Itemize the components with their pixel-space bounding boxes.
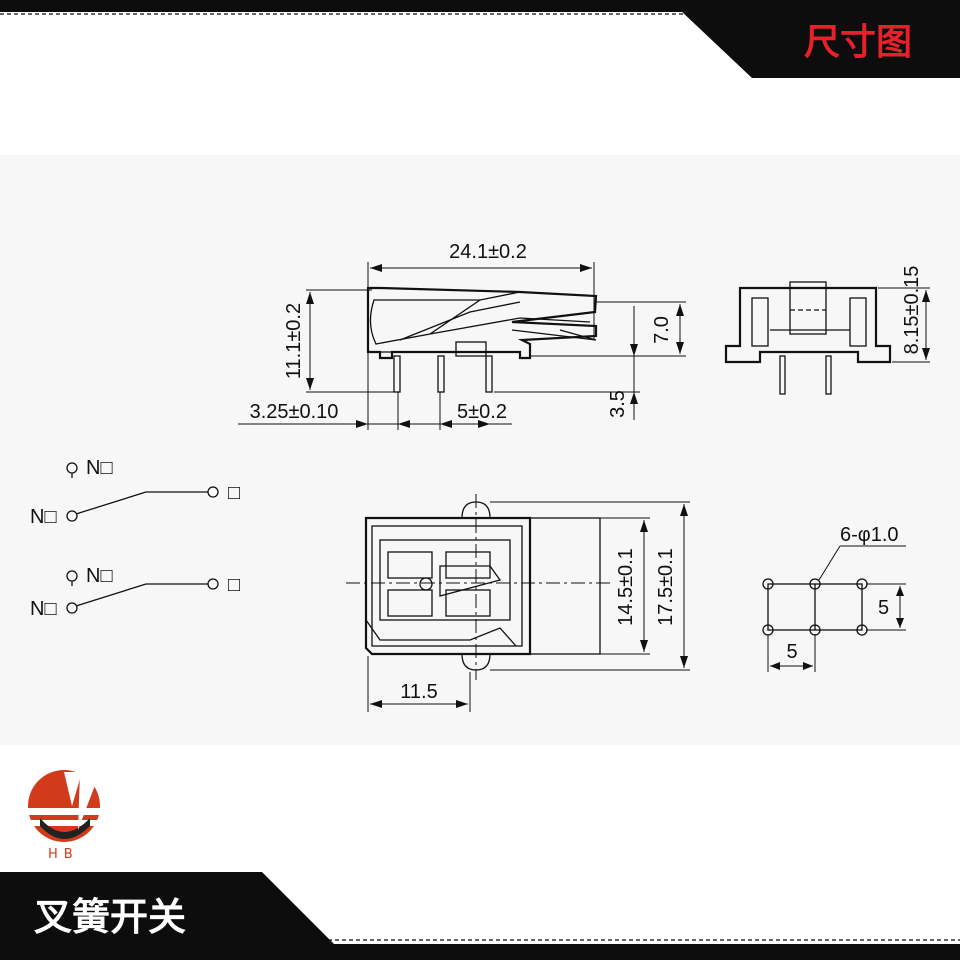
dim-pin-pitch: 5±0.2 (457, 401, 507, 423)
contact-1-common-label: N□ (30, 506, 57, 528)
top-banner: 尺寸图 (0, 0, 960, 78)
dim-hole-pitch-y: 5 (878, 597, 889, 619)
dim-side-height: 8.15±0.15 (901, 266, 923, 355)
dim-body-length: 11.5 (400, 681, 437, 703)
bottom-banner: 叉簧开关 (0, 872, 960, 960)
contact-schematic: N□ N□ □ N□ N□ □ (30, 457, 240, 620)
top-view: 14.5±0.1 17.5±0.1 11.5 (346, 494, 690, 712)
contact-2-common-label: N□ (30, 598, 57, 620)
dim-overall-height: 11.1±0.2 (283, 303, 305, 379)
page-title: 尺寸图 (804, 22, 912, 63)
end-view: 8.15±0.15 (724, 266, 930, 395)
content-panel (0, 155, 960, 745)
contact-2-no-label: N□ (86, 565, 113, 587)
side-view: 24.1±0.2 11.1±0.2 7.0 3.5 (238, 241, 686, 430)
dim-hole-pitch-x: 5 (786, 641, 797, 663)
contact-1-end-label: □ (228, 482, 240, 504)
dim-actuator-height: 7.0 (651, 316, 673, 344)
product-name: 叉簧开关 (33, 895, 186, 939)
contact-2-end-label: □ (228, 574, 240, 596)
contact-1-no-label: N□ (86, 457, 113, 479)
dim-pin-length: 3.5 (607, 390, 629, 418)
hole-pattern: 6-φ1.0 5 5 (762, 524, 906, 672)
dim-pin-offset: 3.25±0.10 (250, 401, 339, 423)
dim-outer-width: 17.5±0.1 (655, 548, 677, 626)
dim-overall-length: 24.1±0.2 (449, 241, 527, 263)
logo-text: HB (48, 847, 79, 862)
hb-logo-icon: HB (28, 770, 100, 862)
hole-spec-label: 6-φ1.0 (840, 524, 899, 546)
dim-inner-width: 14.5±0.1 (615, 548, 637, 626)
